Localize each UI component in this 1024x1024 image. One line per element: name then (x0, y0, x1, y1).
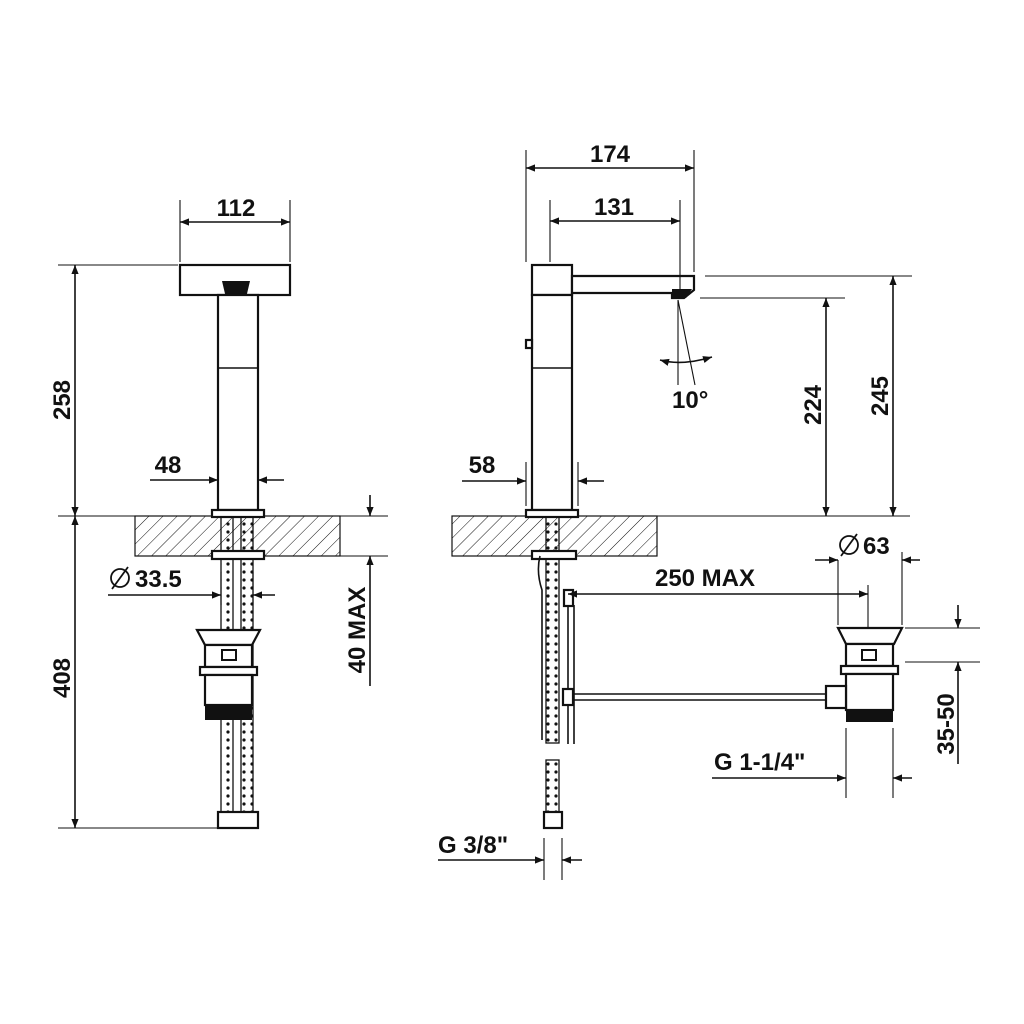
side-view: 174 131 10° 58 224 245 (438, 141, 980, 880)
dim-total-height: 245 (867, 376, 894, 416)
diameter-icon (839, 533, 859, 557)
dim-deck-max: 40 MAX (344, 587, 371, 674)
side-waste (824, 626, 904, 722)
dim-side-body-width: 58 (469, 452, 496, 479)
dim-front-body-width: 48 (155, 452, 182, 479)
dim-waste-range: 35-50 (933, 693, 960, 754)
diameter-icon (110, 566, 130, 590)
side-base (524, 508, 580, 519)
side-spout-aerator (672, 289, 692, 298)
dim-angle: 10° (672, 387, 708, 414)
side-pull-rod-knob (524, 338, 534, 350)
front-waste (195, 628, 262, 720)
front-base (210, 508, 266, 519)
side-hose-lower (545, 759, 560, 813)
front-spout-outlet (222, 281, 250, 298)
dim-waste-thread: G 1-1/4" (714, 749, 805, 776)
side-supply-nut (542, 810, 564, 830)
dim-front-hole: 33.5 (135, 566, 182, 593)
dim-supply-thread: G 3/8" (438, 832, 508, 859)
dim-front-width: 112 (217, 195, 256, 222)
side-lock-nut (530, 549, 578, 561)
dim-front-height: 258 (49, 380, 76, 420)
dim-pull-rod: 250 MAX (655, 565, 755, 592)
front-body (216, 293, 260, 512)
dim-side-spout: 131 (594, 194, 634, 221)
side-body (530, 293, 574, 512)
front-view: 112 258 48 33.5 408 40 MAX (49, 195, 388, 830)
side-hose (545, 516, 560, 744)
dim-waste-diameter: 63 (863, 533, 890, 560)
dim-front-below: 408 (49, 658, 76, 698)
front-counter-slab (134, 515, 341, 557)
dim-side-depth: 174 (590, 141, 631, 168)
dim-spout-height: 224 (800, 384, 827, 425)
front-lock-nut (210, 549, 266, 561)
side-pull-rod (537, 555, 543, 740)
side-handle (530, 263, 574, 297)
front-supply-nut (216, 810, 260, 830)
